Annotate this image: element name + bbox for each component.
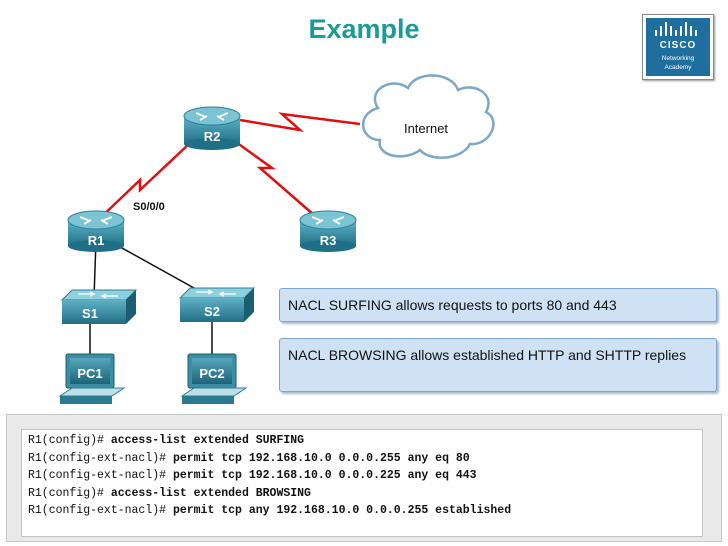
pc1-label: PC1 — [77, 366, 102, 381]
command-text: access-list extended SURFING — [110, 434, 305, 447]
logo-background: CISCO Networking Academy — [646, 18, 710, 76]
command-listing: R1(config)# access-list extended SURFING… — [21, 429, 703, 537]
serial-link-r2-r3 — [221, 130, 323, 223]
switch-s2-label: S2 — [204, 304, 220, 319]
serial-link-r2-internet — [239, 112, 361, 132]
command-panel: R1(config)# access-list extended SURFING… — [6, 414, 722, 542]
command-line: R1(config-ext-nacl)# permit tcp 192.168.… — [28, 467, 696, 485]
command-prompt: R1(config-ext-nacl)# — [28, 451, 173, 465]
switch-s1-label: S1 — [82, 306, 98, 321]
router-r3-label: R3 — [320, 233, 337, 248]
note-surfing: NACL SURFING allows requests to ports 80… — [279, 288, 717, 322]
router-r1-label: R1 — [88, 233, 105, 248]
router-r2-icon — [183, 106, 241, 150]
switch-s2-icon — [178, 287, 256, 322]
command-text: permit tcp any 192.168.10.0 0.0.0.255 es… — [172, 504, 512, 517]
router-r2-label: R2 — [204, 129, 221, 144]
command-line: R1(config)# access-list extended BROWSIN… — [28, 485, 696, 503]
command-line: R1(config-ext-nacl)# permit tcp any 192.… — [28, 502, 696, 520]
command-text: permit tcp 192.168.10.0 0.0.0.255 any eq… — [172, 451, 470, 465]
command-prompt: R1(config)# — [28, 434, 111, 447]
command-prompt: R1(config-ext-nacl)# — [28, 504, 173, 517]
pc2-label: PC2 — [199, 366, 224, 381]
router-r1-icon — [67, 210, 125, 252]
network-diagram: Internet R2 R1 R3 S0/0/0 S1 S2 — [58, 74, 495, 404]
slide-title: Example — [308, 14, 420, 44]
serial-link-r1-r2 — [95, 127, 207, 223]
cisco-bridge-icon — [655, 22, 697, 36]
logo-line2: Academy — [664, 64, 692, 71]
command-text: access-list extended BROWSING — [110, 486, 311, 500]
switch-s1-icon — [60, 289, 138, 324]
command-prompt: R1(config-ext-nacl)# — [28, 469, 173, 482]
pc1-icon — [58, 353, 126, 404]
router-r3-icon — [299, 210, 357, 252]
command-line: R1(config)# access-list extended SURFING — [28, 432, 696, 450]
note-browsing: NACL BROWSING allows established HTTP an… — [279, 338, 717, 392]
pc2-icon — [180, 353, 248, 404]
logo-line1: Networking — [661, 55, 695, 62]
interface-label: S0/0/0 — [133, 201, 165, 213]
internet-cloud-icon — [361, 74, 495, 159]
logo-brand: CISCO — [659, 40, 697, 51]
command-line: R1(config-ext-nacl)# permit tcp 192.168.… — [28, 450, 696, 468]
command-text: permit tcp 192.168.10.0 0.0.0.225 any eq… — [172, 469, 477, 482]
command-prompt: R1(config)# — [28, 486, 111, 500]
cisco-logo: CISCO Networking Academy — [642, 14, 714, 80]
internet-label: Internet — [404, 121, 448, 136]
